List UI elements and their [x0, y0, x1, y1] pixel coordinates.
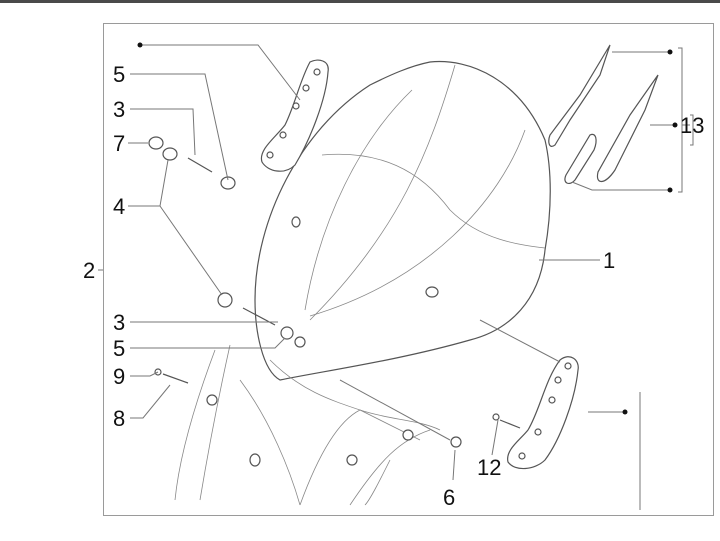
leader-dots [137, 42, 678, 415]
top-border [0, 0, 720, 3]
lower-fairing-part [174, 344, 441, 506]
diagram-frame [103, 23, 714, 516]
callout-9[interactable]: 9 [113, 364, 125, 389]
callout-12[interactable]: 12 [477, 455, 501, 480]
callout-3-lower[interactable]: 3 [113, 310, 125, 335]
left-bracket-part[interactable] [260, 59, 329, 172]
bracket-kit-parts[interactable] [548, 44, 659, 185]
callout-2[interactable]: 2 [83, 258, 95, 283]
right-lower-bracket-part[interactable] [507, 356, 579, 470]
leader-lines [98, 44, 694, 510]
callout-5-lower[interactable]: 5 [113, 336, 125, 361]
callout-13[interactable]: 13 [680, 113, 704, 138]
callout-7[interactable]: 7 [113, 131, 125, 156]
windshield-part[interactable] [254, 60, 551, 381]
callout-3-upper[interactable]: 3 [113, 97, 125, 122]
callout-4[interactable]: 4 [113, 194, 125, 219]
callout-8[interactable]: 8 [113, 406, 125, 431]
callout-1[interactable]: 1 [603, 248, 615, 273]
hardware-parts[interactable] [148, 136, 521, 448]
callout-6[interactable]: 6 [443, 485, 455, 510]
callout-5-upper[interactable]: 5 [113, 62, 125, 87]
